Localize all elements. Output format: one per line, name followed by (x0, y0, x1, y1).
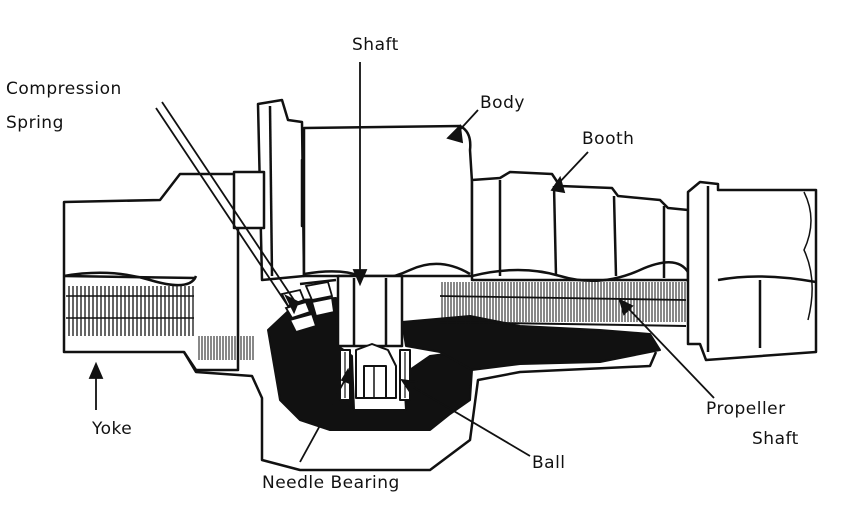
label-body: Body (480, 93, 525, 113)
label-shaft: Shaft (352, 35, 399, 55)
yoke-part (62, 172, 658, 472)
propeller-splines (439, 282, 687, 327)
compression-spring-part (280, 278, 337, 334)
needle-bearing-cutaway (267, 297, 661, 431)
label-compression-spring-line1: Compression (6, 79, 122, 99)
body-housing (302, 124, 474, 348)
booth-boot (470, 170, 692, 283)
label-ball: Ball (532, 453, 566, 473)
leader-lines (88, 62, 715, 463)
label-propeller-shaft-line2: Shaft (752, 429, 799, 449)
label-booth: Booth (582, 129, 635, 149)
label-compression-spring-line2: Spring (6, 113, 64, 133)
label-needle-bearing: Needle Bearing (262, 473, 400, 493)
label-yoke: Yoke (92, 419, 133, 439)
propeller-shaft-part (686, 180, 818, 362)
label-propeller-shaft-line1: Propeller (706, 399, 786, 419)
